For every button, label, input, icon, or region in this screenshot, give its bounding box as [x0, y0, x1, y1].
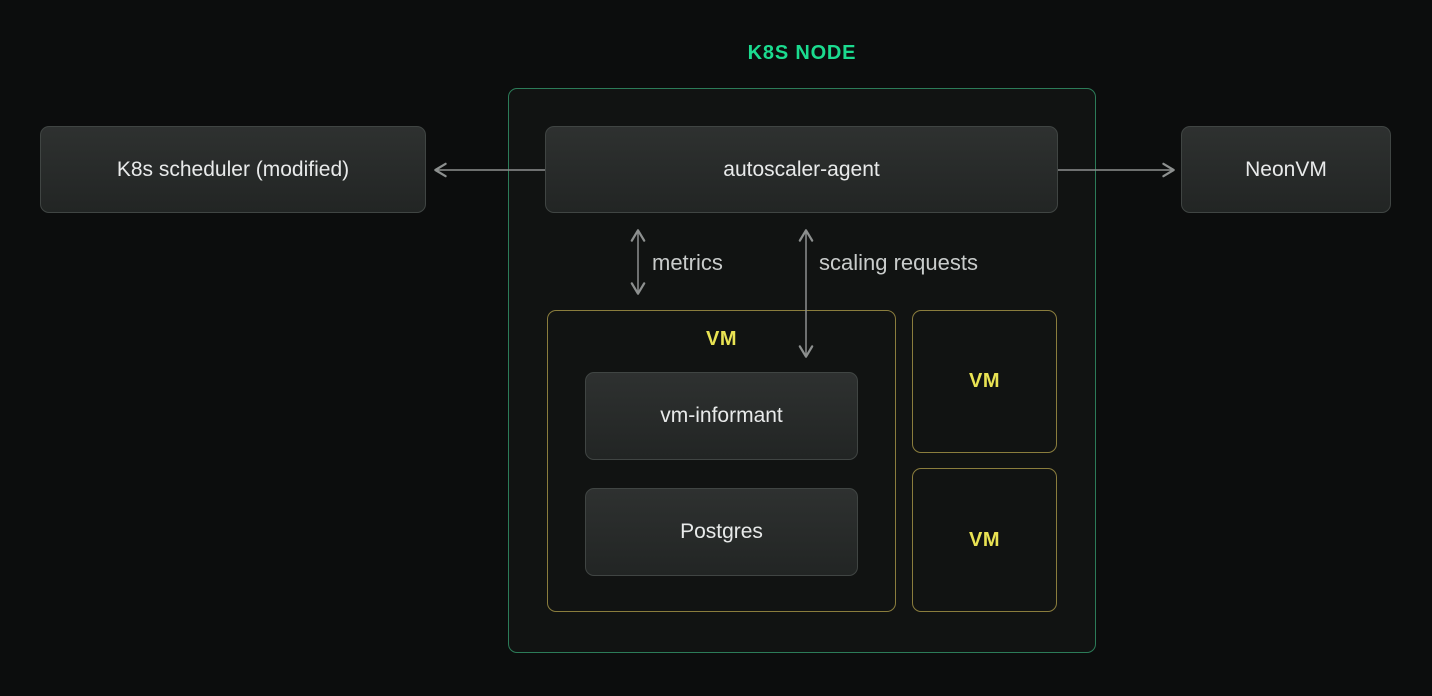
node-vm-informant-label: vm-informant	[660, 404, 783, 427]
node-neonvm: NeonVM	[1181, 126, 1391, 213]
vm-group-top-label: VM	[969, 370, 1000, 392]
node-postgres: Postgres	[585, 488, 858, 576]
k8s-node-title: K8S NODE	[747, 42, 857, 64]
vm-group-bottom-label: VM	[969, 528, 1000, 551]
vm-group-main: VM	[547, 310, 896, 612]
node-postgres-label: Postgres	[680, 520, 763, 543]
node-k8s-scheduler: K8s scheduler (modified)	[40, 126, 426, 213]
edge-label-metrics: metrics	[652, 250, 723, 275]
vm-group-bottom: VM	[912, 468, 1057, 612]
node-autoscaler-agent-label: autoscaler-agent	[723, 157, 880, 181]
edge-label-scaling-requests: scaling requests	[819, 250, 978, 275]
node-vm-informant: vm-informant	[585, 372, 858, 460]
vm-group-top: VM	[912, 310, 1057, 453]
node-k8s-scheduler-label: K8s scheduler (modified)	[116, 157, 350, 181]
node-neonvm-label: NeonVM	[1245, 157, 1327, 181]
node-autoscaler-agent: autoscaler-agent	[545, 126, 1058, 213]
vm-group-main-label: VM	[706, 328, 737, 350]
